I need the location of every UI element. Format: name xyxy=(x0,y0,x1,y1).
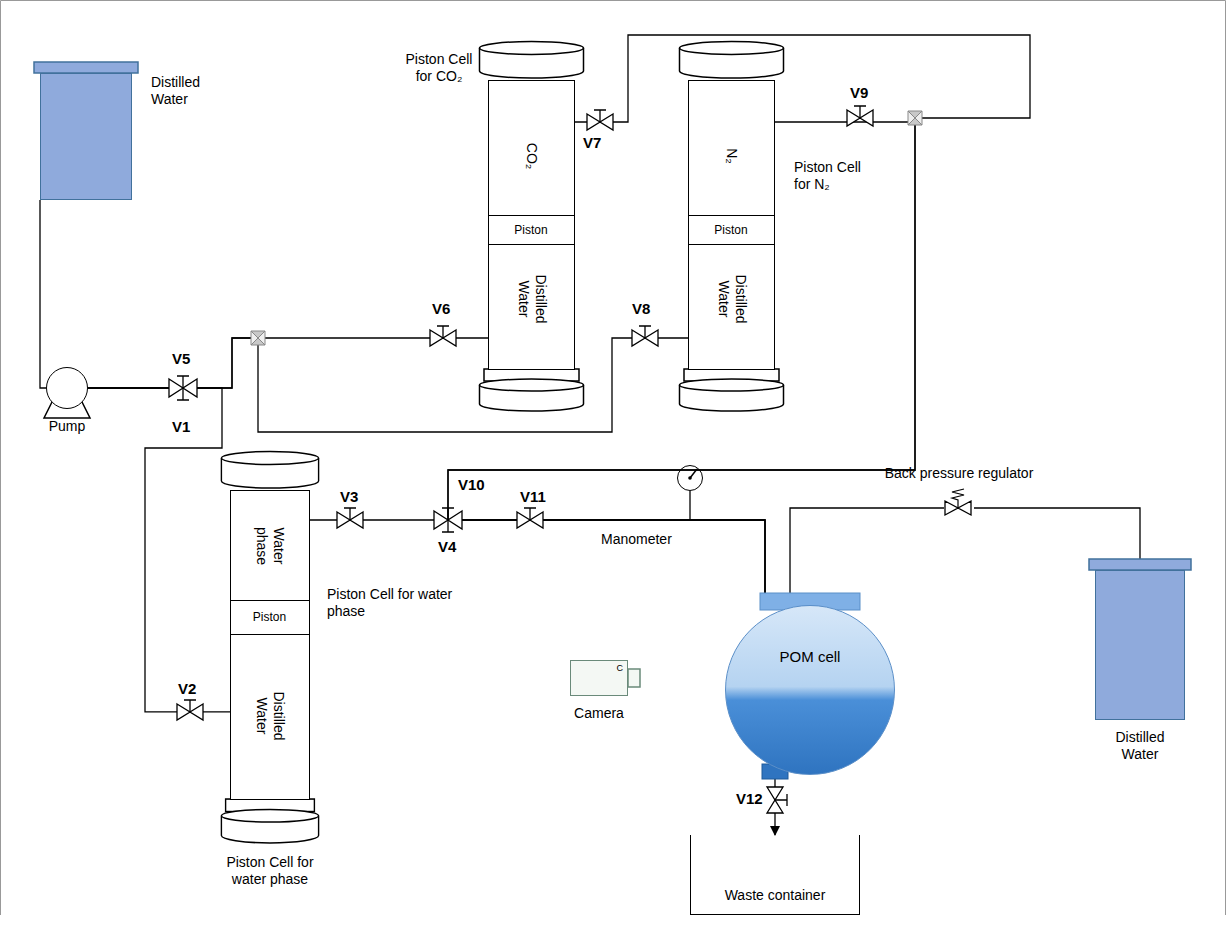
component-label: Piston Cell for N₂ xyxy=(794,159,866,193)
valve-label: V2 xyxy=(178,680,196,697)
valve-label: V5 xyxy=(172,350,190,367)
component-label: Piston xyxy=(514,222,547,236)
pom-cell: POM cell xyxy=(725,605,895,775)
valve-label: V8 xyxy=(632,300,650,317)
component-label: Piston Cell for water phase xyxy=(210,854,330,888)
valve-label: V7 xyxy=(583,134,601,151)
pipe-line xyxy=(88,338,488,388)
pipe-line xyxy=(88,338,688,432)
valve-label: V10 xyxy=(458,476,485,493)
component-label: Distilled Water xyxy=(515,264,549,334)
component-label: Pump xyxy=(49,418,86,435)
component-label: Piston xyxy=(253,610,286,624)
component-label: Distilled Water xyxy=(253,681,287,751)
valve-label: V6 xyxy=(432,300,450,317)
component-label: Waste container xyxy=(725,887,826,904)
valve-label: V4 xyxy=(438,538,456,555)
manometer: Manometer xyxy=(677,465,703,491)
component-label: CO₂ xyxy=(523,143,540,169)
component-label: N₂ xyxy=(723,148,740,164)
pipe-line xyxy=(40,200,46,388)
piston: Piston xyxy=(688,215,775,245)
component-label: Piston Cell for CO₂ xyxy=(403,51,475,85)
piston-cell: Piston Cell for CO₂CO₂Distilled WaterPis… xyxy=(488,80,575,370)
component-label: Distilled Water xyxy=(151,74,213,108)
component-label: Distilled Water xyxy=(1105,729,1175,763)
valve-label: V9 xyxy=(850,84,868,101)
water-tank: Distilled Water xyxy=(40,73,132,200)
component-label: C xyxy=(617,663,624,674)
piston-cell: Piston Cell for water phaseWater phaseDi… xyxy=(230,490,310,800)
component-label: Piston Cell for water phase xyxy=(327,586,457,620)
valve-label: V1 xyxy=(172,418,190,435)
component-label: Distilled Water xyxy=(715,264,749,334)
valve-label: V11 xyxy=(520,488,546,505)
component-label: Piston xyxy=(714,222,747,236)
valve-label: V3 xyxy=(340,488,358,505)
water-tank: Distilled Water xyxy=(1095,570,1185,720)
waste-container: Waste container xyxy=(690,835,860,915)
piston: Piston xyxy=(230,600,310,635)
component-label: Manometer xyxy=(601,531,672,548)
back-pressure-regulator: Back pressure regulator xyxy=(944,496,974,520)
component-label: Back pressure regulator xyxy=(885,465,1034,482)
pipe-line xyxy=(88,388,230,712)
piston-cell: Piston Cell for N₂N₂Distilled WaterPisto… xyxy=(688,80,775,370)
component-label: Water phase xyxy=(253,516,287,576)
pump: Pump xyxy=(46,367,88,409)
pipe-line xyxy=(790,508,944,605)
camera: CCamera xyxy=(570,660,628,696)
valve-label: V12 xyxy=(736,790,763,807)
component-label: POM cell xyxy=(780,648,841,666)
component-label: Camera xyxy=(574,705,624,722)
piston: Piston xyxy=(488,215,575,245)
